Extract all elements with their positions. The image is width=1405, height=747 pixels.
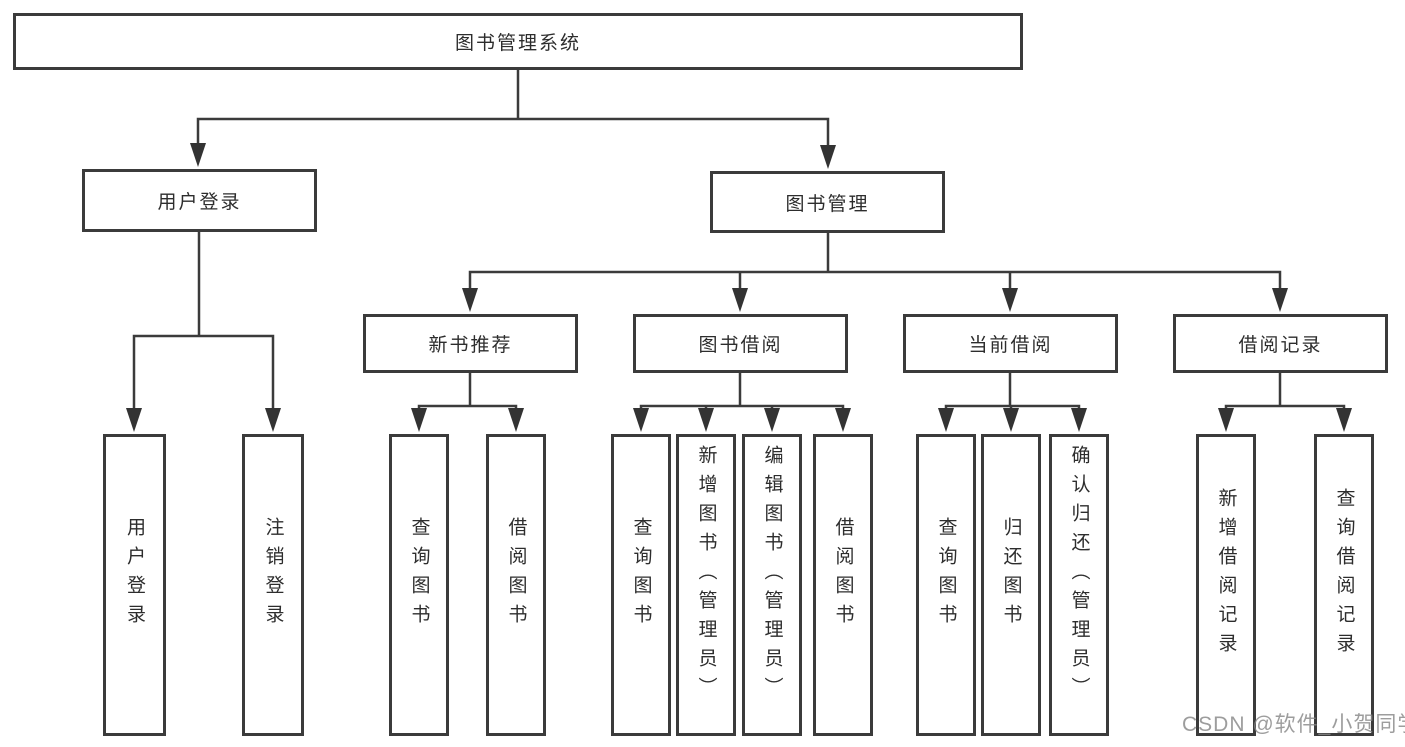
arrow-icon bbox=[1003, 408, 1019, 432]
leaf-query-books-1: 查询图书 bbox=[389, 434, 449, 736]
node-root-label: 图书管理系统 bbox=[454, 33, 581, 54]
arrow-icon bbox=[764, 408, 780, 432]
arrow-icon bbox=[411, 408, 427, 432]
arrow-icon bbox=[820, 145, 836, 169]
edge-borrowrecord-children bbox=[1224, 404, 1346, 412]
arrow-icon bbox=[633, 408, 649, 432]
leaf-logout-label: 注销登录 bbox=[262, 517, 284, 633]
node-new-book-rec: 新书推荐 bbox=[363, 314, 578, 373]
leaf-query-books-3: 查询图书 bbox=[916, 434, 976, 736]
leaf-return-book: 归还图书 bbox=[981, 434, 1041, 736]
watermark: CSDN @软件_小贺同学 bbox=[1182, 713, 1405, 736]
node-current-borrow: 当前借阅 bbox=[903, 314, 1118, 373]
leaf-borrow-books-1: 借阅图书 bbox=[486, 434, 546, 736]
node-book-mgmt-label: 图书管理 bbox=[785, 193, 870, 215]
leaf-user-login-label: 用户登录 bbox=[124, 517, 145, 633]
arrow-icon bbox=[938, 408, 954, 432]
edge-bookborrow-children bbox=[639, 404, 845, 412]
leaf-query-borrow-record-label: 查询借阅记录 bbox=[1333, 488, 1355, 662]
edge-userlogin-children bbox=[132, 334, 275, 412]
node-current-borrow-label: 当前借阅 bbox=[968, 335, 1053, 356]
arrow-icon bbox=[462, 288, 478, 312]
arrow-icon bbox=[126, 408, 142, 432]
leaf-add-borrow-record-label: 新增借阅记录 bbox=[1215, 488, 1237, 662]
edge-root-branches bbox=[196, 117, 830, 150]
arrow-icon bbox=[698, 408, 714, 432]
arrow-icon bbox=[1336, 408, 1352, 432]
arrow-icon bbox=[835, 408, 851, 432]
node-borrow-records-label: 借阅记录 bbox=[1238, 335, 1323, 356]
leaf-add-borrow-record: 新增借阅记录 bbox=[1196, 434, 1256, 736]
leaf-query-books-3-label: 查询图书 bbox=[935, 517, 957, 633]
edge-newbook-children bbox=[417, 404, 518, 412]
leaf-query-books-2: 查询图书 bbox=[611, 434, 671, 736]
node-book-borrow-label: 图书借阅 bbox=[698, 335, 783, 356]
arrow-icon bbox=[1071, 408, 1087, 432]
leaf-query-books-1-label: 查询图书 bbox=[408, 517, 430, 633]
leaf-query-borrow-record: 查询借阅记录 bbox=[1314, 434, 1374, 736]
node-book-mgmt: 图书管理 bbox=[710, 171, 945, 233]
leaf-logout: 注销登录 bbox=[242, 434, 304, 736]
arrow-icon bbox=[1218, 408, 1234, 432]
leaf-confirm-return-admin-label: 确认归还（管理员） bbox=[1068, 444, 1090, 706]
arrow-icon bbox=[1272, 288, 1288, 312]
node-book-borrow: 图书借阅 bbox=[633, 314, 848, 373]
node-user-login-label: 用户登录 bbox=[157, 192, 242, 213]
leaf-borrow-books-2: 借阅图书 bbox=[813, 434, 873, 736]
leaf-edit-book-admin: 编辑图书（管理员） bbox=[742, 434, 802, 736]
arrowheads bbox=[126, 143, 1352, 432]
node-root: 图书管理系统 bbox=[13, 13, 1023, 70]
node-new-book-rec-label: 新书推荐 bbox=[428, 335, 513, 356]
arrow-icon bbox=[190, 143, 206, 167]
arrow-icon bbox=[1002, 288, 1018, 312]
node-borrow-records: 借阅记录 bbox=[1173, 314, 1388, 373]
node-user-login: 用户登录 bbox=[82, 169, 317, 232]
leaf-borrow-books-1-label: 借阅图书 bbox=[505, 517, 527, 633]
arrow-icon bbox=[265, 408, 281, 432]
leaf-user-login: 用户登录 bbox=[103, 434, 166, 736]
leaf-query-books-2-label: 查询图书 bbox=[630, 517, 652, 633]
leaf-add-book-admin-label: 新增图书（管理员） bbox=[695, 444, 717, 706]
leaf-confirm-return-admin: 确认归还（管理员） bbox=[1049, 434, 1109, 736]
leaf-edit-book-admin-label: 编辑图书（管理员） bbox=[761, 444, 783, 706]
leaf-return-book-label: 归还图书 bbox=[1000, 517, 1022, 633]
arrow-icon bbox=[508, 408, 524, 432]
leaf-add-book-admin: 新增图书（管理员） bbox=[676, 434, 736, 736]
arrow-icon bbox=[732, 288, 748, 312]
leaf-borrow-books-2-label: 借阅图书 bbox=[832, 517, 854, 633]
edge-bookmgmt-groups bbox=[468, 270, 1282, 293]
